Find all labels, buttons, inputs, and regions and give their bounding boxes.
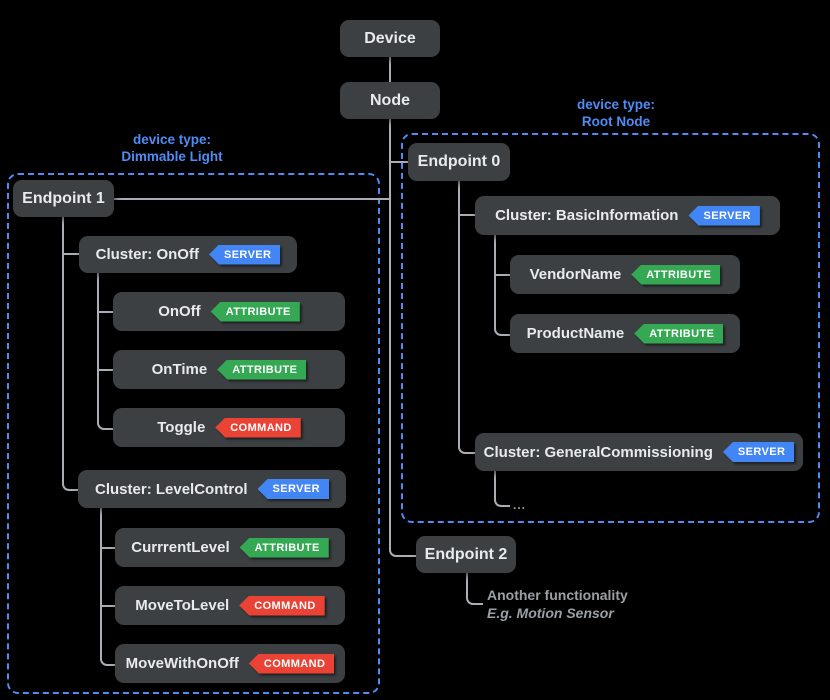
endpoint-0-label: Endpoint 0 [417, 153, 501, 170]
device-label: Device [364, 29, 416, 47]
connector-onoff-children [97, 273, 115, 430]
connector-cluster-onoff [63, 253, 79, 255]
caption-line: device type: [576, 97, 656, 112]
server-badge: SERVER [722, 442, 795, 462]
attr-ontime-label: OnTime [151, 361, 208, 378]
cmd-movetolevel-label: MoveToLevel [135, 597, 230, 614]
cluster-generalcommissioning-box: Cluster: GeneralCommissioning SERVER [475, 433, 803, 471]
attr-currrentlevel-box: CurrrentLevel ATTRIBUTE [115, 528, 345, 567]
cluster-basicinformation-label: Cluster: BasicInformation [495, 207, 679, 224]
server-badge: SERVER [208, 244, 281, 265]
endpoint-2-box: Endpoint 2 [416, 536, 516, 573]
endpoint-1-box: Endpoint 1 [13, 180, 114, 217]
cmd-toggle-box: Toggle COMMAND [113, 408, 345, 447]
group-dimmable-light [7, 173, 380, 694]
endpoint-0-box: Endpoint 0 [408, 143, 510, 181]
connector-node-trunk [389, 119, 418, 557]
cluster-onoff-label: Cluster: OnOff [95, 246, 199, 263]
attribute-badge: ATTRIBUTE [631, 264, 721, 285]
caption-root-node: device type: Root Node [526, 96, 706, 130]
connector-endpoint0-clusters [458, 181, 477, 454]
endpoint-2-note: Another functionality E.g. Motion Sensor [487, 586, 628, 622]
server-badge: SERVER [257, 479, 329, 499]
cmd-movewithonoff-label: MoveWithOnOff [125, 655, 239, 672]
connector-endpoint2-note [466, 573, 483, 605]
connector-endpoint0 [390, 161, 408, 163]
attr-productname-box: ProductName ATTRIBUTE [510, 314, 740, 353]
attr-ontime-box: OnTime ATTRIBUTE [113, 350, 345, 389]
cluster-generalcommissioning-label: Cluster: GeneralCommissioning [483, 443, 713, 461]
attribute-badge: ATTRIBUTE [239, 537, 329, 558]
node-label: Node [370, 91, 410, 109]
caption-dimmable-light: device type: Dimmable Light [82, 131, 262, 165]
endpoint-1-label: Endpoint 1 [22, 189, 105, 207]
command-badge: COMMAND [215, 417, 301, 438]
connector-basicinformation-children [494, 235, 512, 336]
attr-vendorname-box: VendorName ATTRIBUTE [510, 255, 740, 294]
attr-currrentlevel-label: CurrrentLevel [131, 539, 230, 556]
connector-cmd-movetolevel [101, 605, 115, 607]
attr-onoff-label: OnOff [158, 303, 201, 320]
endpoint-2-label: Endpoint 2 [424, 545, 508, 563]
cluster-onoff-box: Cluster: OnOff SERVER [79, 236, 297, 273]
connector-device-node [389, 57, 391, 82]
connector-attr-vendorname [495, 274, 510, 276]
cmd-toggle-label: Toggle [157, 419, 206, 436]
attribute-badge: ATTRIBUTE [634, 323, 724, 344]
caption-line: Dimmable Light [121, 149, 223, 164]
node-box: Node [340, 82, 440, 119]
command-badge: COMMAND [248, 653, 335, 674]
cluster-basicinformation-box: Cluster: BasicInformation SERVER [475, 196, 780, 235]
more-clusters-ellipsis: ... [513, 498, 527, 512]
attr-vendorname-label: VendorName [529, 266, 622, 283]
group-root-node [401, 133, 820, 523]
cluster-levelcontrol-box: Cluster: LevelControl SERVER [78, 470, 346, 508]
connector-attr-ontime [98, 369, 113, 371]
attr-onoff-box: OnOff ATTRIBUTE [113, 292, 345, 331]
attribute-badge: ATTRIBUTE [217, 359, 307, 380]
connector-endpoint1 [114, 198, 390, 200]
attribute-badge: ATTRIBUTE [210, 301, 300, 322]
caption-line: Root Node [581, 114, 651, 129]
endpoint-2-note-line2: E.g. Motion Sensor [487, 605, 614, 621]
connector-attr-currrentlevel [101, 547, 115, 549]
connector-endpoint1-clusters [62, 217, 80, 491]
server-badge: SERVER [688, 205, 760, 226]
attr-productname-label: ProductName [526, 325, 625, 342]
connector-levelcontrol-children [100, 508, 117, 666]
device-box: Device [340, 20, 440, 57]
connector-cluster-basicinformation [459, 214, 475, 216]
command-badge: COMMAND [239, 595, 325, 616]
connector-attr-onoff [98, 311, 113, 313]
cmd-movewithonoff-box: MoveWithOnOff COMMAND [115, 644, 345, 683]
connector-generalcommissioning-more [494, 471, 510, 507]
endpoint-2-note-line1: Another functionality [487, 587, 628, 603]
cmd-movetolevel-box: MoveToLevel COMMAND [115, 586, 345, 625]
cluster-levelcontrol-label: Cluster: LevelControl [95, 480, 248, 498]
caption-line: device type: [132, 132, 212, 147]
